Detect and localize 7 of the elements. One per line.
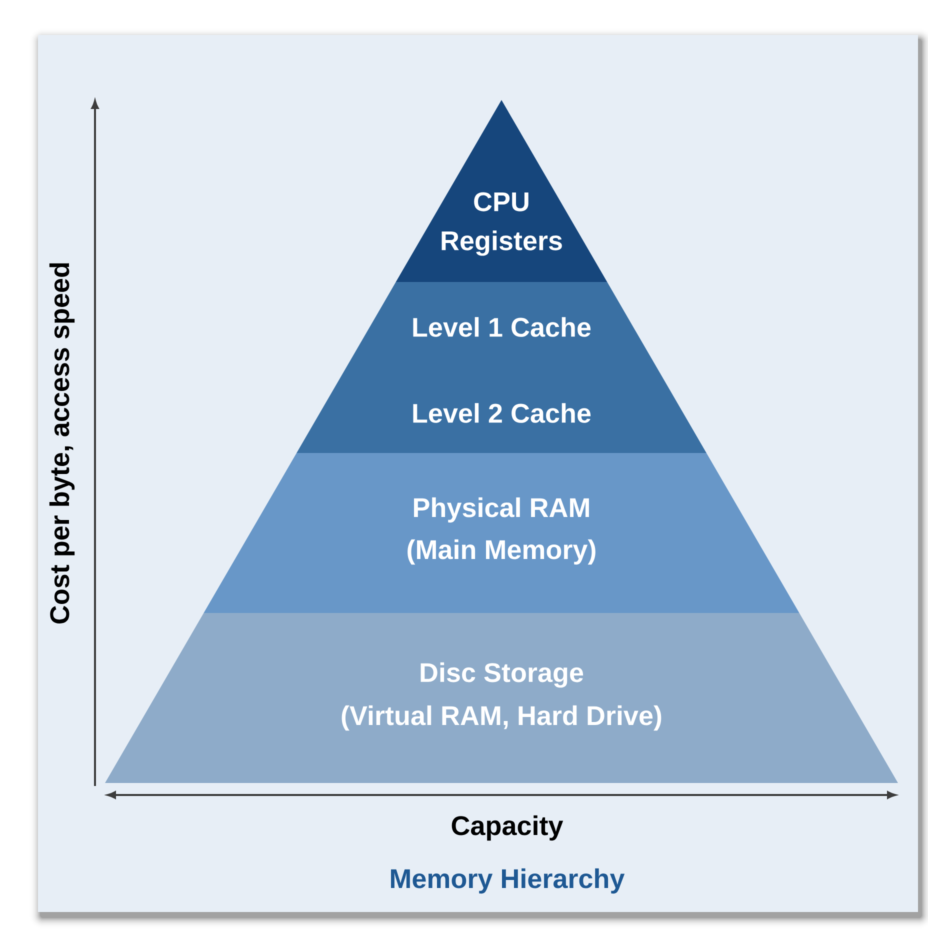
axis-label: Cost per byte, access speed	[49, 263, 75, 624]
pyramid-tier: Level 1 Cache Level 2 Cache	[296, 282, 706, 453]
pyramid-tier: Physical RAM (Main Memory)	[204, 453, 800, 613]
pyramid-tier: Disc Storage (Virtual RAM, Hard Drive)	[105, 613, 898, 783]
diagram-title: Memory Hierarchy	[391, 868, 625, 894]
axis-label: Capacity	[452, 815, 564, 841]
pyramid-tier: CPU Registers	[396, 100, 608, 282]
